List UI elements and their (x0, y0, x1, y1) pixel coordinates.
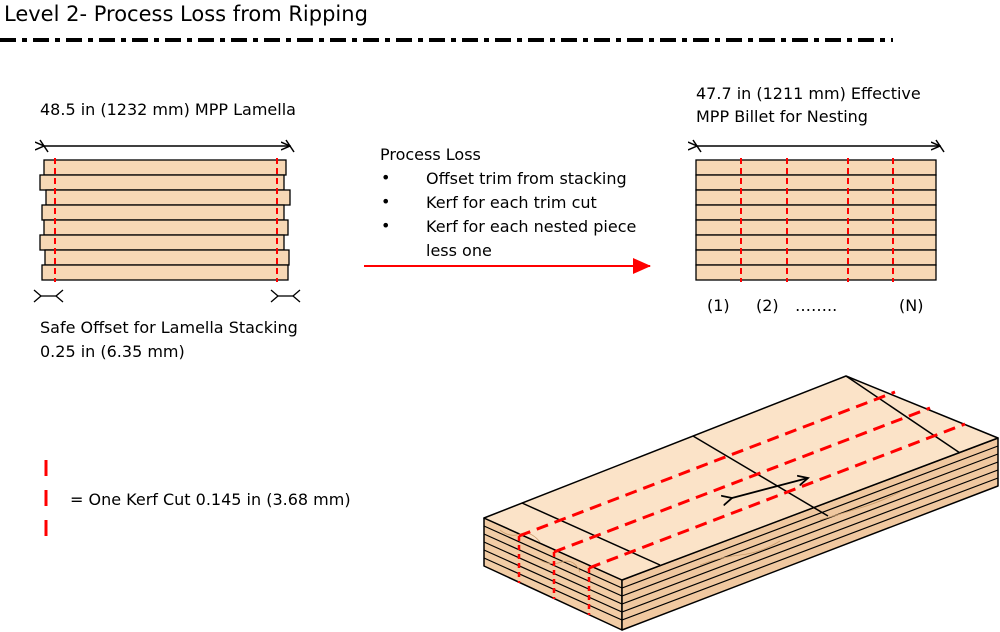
billet-stack (695, 159, 937, 281)
offset-label: Safe Offset for Lamella Stacking (40, 318, 298, 337)
billet-3d (483, 375, 999, 631)
piece-label: (2) (756, 296, 779, 315)
lamella-dimension-line (40, 139, 295, 153)
bullet: • (381, 192, 391, 211)
billet-nest-kerfs (740, 158, 894, 282)
bullet: • (381, 168, 391, 187)
lamella-length-label: 48.5 in (1232 mm) MPP Lamella (40, 100, 296, 119)
billet-3d-grain (499, 491, 901, 573)
process-loss-title: Process Loss (380, 145, 481, 164)
double-arrow-icon (732, 478, 808, 498)
billet-dimension-line (693, 139, 945, 153)
process-loss-item: Kerf for each nested piece (426, 217, 637, 236)
lamella-stack (39, 159, 291, 281)
process-loss-item: Kerf for each trim cut (426, 193, 597, 212)
offset-marker-right (270, 289, 301, 303)
offset-value: 0.25 in (6.35 mm) (40, 342, 185, 361)
page-title: Level 2- Process Loss from Ripping (4, 2, 368, 26)
kerf-legend-label: = One Kerf Cut 0.145 in (3.68 mm) (70, 490, 351, 509)
billet-3d-edge-kerfs (517, 536, 591, 615)
process-loss-item: less one (426, 241, 492, 260)
piece-label: (N) (899, 296, 924, 315)
process-loss-item: Offset trim from stacking (426, 169, 627, 188)
lamella-trim-kerfs (54, 158, 278, 282)
bullet: • (381, 216, 391, 235)
piece-label-ellipsis: …….. (795, 296, 838, 315)
billet-3d-layers (483, 445, 999, 621)
piece-label: (1) (707, 296, 730, 315)
offset-marker-left (33, 289, 64, 303)
billet-length-label: 47.7 in (1211 mm) Effective (696, 84, 921, 103)
billet-length-label-line2: MPP Billet for Nesting (696, 107, 868, 126)
